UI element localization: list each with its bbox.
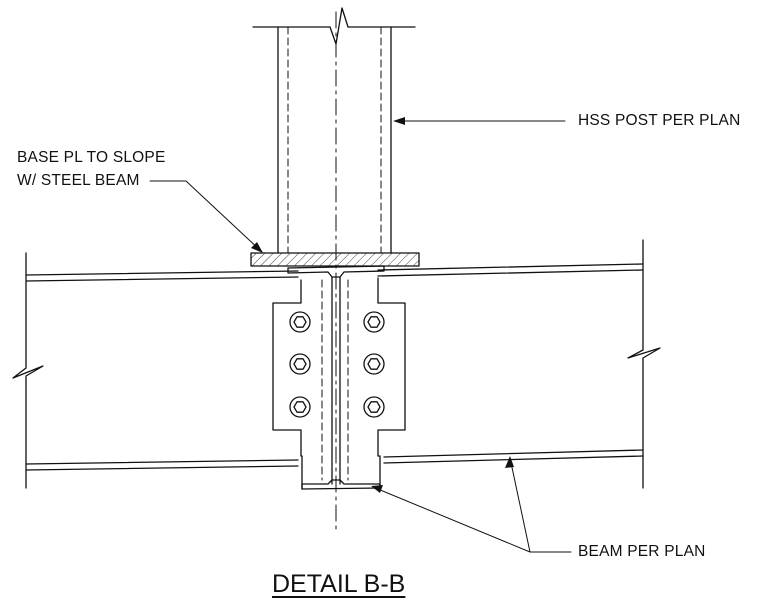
bolt [363,353,385,375]
bolt [289,311,311,333]
beam-left [12,252,299,489]
base-plate-label-line1: BASE PL TO SLOPE [17,149,166,166]
hss-post [277,26,392,254]
arrowhead-beam-2 [371,485,383,493]
bolt [363,311,385,333]
arrowhead-base-plate [251,242,263,253]
bolt-group-right [363,311,385,418]
center-beam-section [272,265,406,490]
leader-beam [372,457,572,553]
bolt [289,396,311,418]
leader-base-plate [149,180,263,253]
hss-post-label: HSS POST PER PLAN [578,112,741,129]
beam-label: BEAM PER PLAN [578,543,706,560]
base-plate [250,252,420,267]
detail-title: DETAIL B-B [272,570,406,598]
bolt [289,353,311,375]
bolt [363,396,385,418]
base-plate-label-line2: W/ STEEL BEAM [17,172,140,189]
bolt-group-left [289,311,311,418]
arrowhead-hss [393,117,405,125]
arrowhead-beam-1 [505,456,514,468]
beam-break-left [12,252,44,489]
beam-break-right [627,239,661,489]
beam-right [377,239,661,489]
post-break-line [252,7,416,45]
